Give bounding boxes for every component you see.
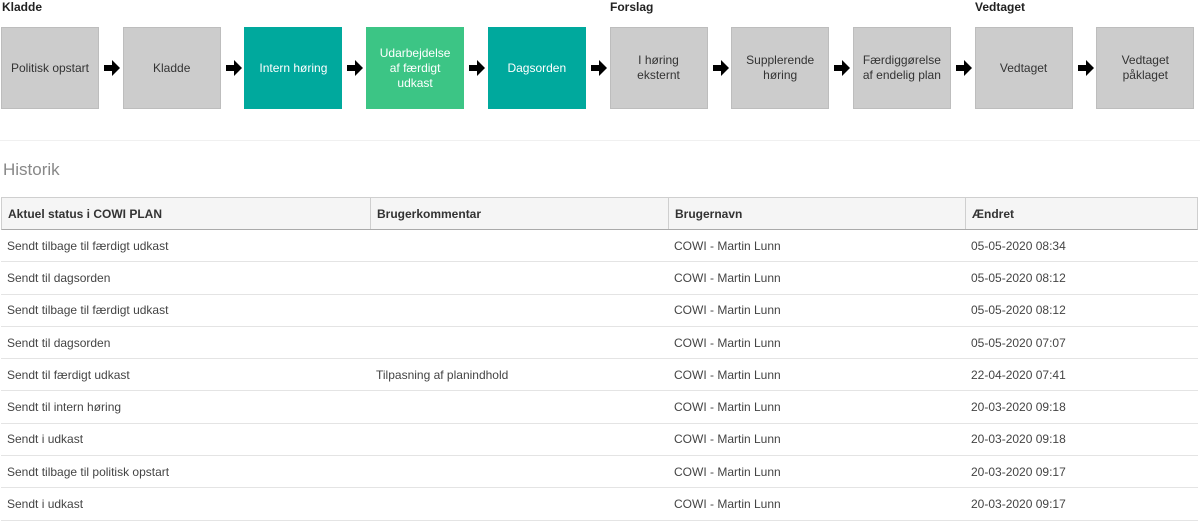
workflow-step[interactable]: Supplerende høring [731, 27, 830, 109]
table-row: Sendt til intern høring COWI - Martin Lun… [1, 391, 1198, 424]
workflow-step[interactable]: I høring eksternt [609, 27, 708, 109]
phase-label-forslag: Forslag [610, 0, 654, 14]
cell-comment: Tilpasning af planindhold [376, 367, 509, 382]
cell-status: Sendt til færdigt udkast [7, 367, 130, 382]
cell-status: Sendt til intern høring [7, 400, 122, 415]
table-row: Sendt tilbage til politisk opstart COWI -… [1, 456, 1198, 489]
column-header-comment[interactable]: Brugerkommentar [371, 198, 669, 229]
cell-username: COWI - Martin Lunn [674, 432, 781, 447]
workflow-step[interactable]: Dagsorden [487, 27, 586, 109]
cell-changed: 20-03-2020 09:17 [971, 497, 1066, 512]
cell-comment [370, 488, 668, 519]
cell-username: COWI - Martin Lunn [674, 497, 781, 512]
cell-username: COWI - Martin Lunn [674, 270, 781, 285]
cell-changed: 05-05-2020 08:12 [971, 303, 1066, 318]
workflow-step[interactable]: Vedtaget [974, 27, 1073, 109]
column-header-status[interactable]: Aktuel status i COWI PLAN [2, 198, 371, 229]
workflow-step[interactable]: Politisk opstart [1, 27, 99, 109]
cell-status: Sendt tilbage til færdigt udkast [7, 303, 169, 318]
phase-label-kladde: Kladde [2, 0, 43, 14]
workflow-step[interactable]: Intern høring [244, 27, 343, 109]
table-row: Sendt tilbage til færdigt udkast COWI - M… [1, 230, 1198, 263]
cell-status: Sendt tilbage til færdigt udkast [7, 238, 169, 253]
workflow-step[interactable]: Færdiggørelse af endelig plan [852, 27, 951, 109]
cell-username: COWI - Martin Lunn [674, 367, 781, 382]
arrow-right-icon [469, 60, 486, 76]
cell-comment [370, 262, 668, 293]
arrow-right-icon [955, 60, 972, 76]
cell-comment [370, 327, 668, 358]
arrow-right-icon [590, 60, 607, 76]
history-table: Aktuel status i COWI PLAN Brugerkommenta… [1, 197, 1198, 521]
table-row: Sendt i udkast COWI - Martin Lunn 20-03-20… [1, 424, 1198, 457]
cell-username: COWI - Martin Lunn [674, 335, 781, 350]
divider [0, 140, 1200, 141]
cell-changed: 05-05-2020 08:12 [971, 270, 1066, 285]
arrow-right-icon [712, 60, 729, 76]
arrow-right-icon [104, 60, 120, 76]
cell-changed: 20-03-2020 09:18 [971, 400, 1066, 415]
cell-username: COWI - Martin Lunn [674, 464, 781, 479]
column-header-username[interactable]: Brugernavn [669, 198, 966, 229]
cell-status: Sendt tilbage til politisk opstart [7, 464, 170, 479]
cell-comment [370, 456, 668, 487]
table-row: Sendt til færdigt udkast Tilpasning af pl… [1, 359, 1198, 392]
table-row: Sendt til dagsorden COWI - Martin Lunn 05-… [1, 327, 1198, 360]
cell-username: COWI - Martin Lunn [674, 303, 781, 318]
arrow-right-icon [1077, 60, 1094, 76]
cell-changed: 05-05-2020 08:34 [971, 238, 1066, 253]
cell-username: COWI - Martin Lunn [674, 400, 781, 415]
table-row: Sendt i udkast COWI - Martin Lunn 20-03-20… [1, 488, 1198, 521]
cell-status: Sendt i udkast [7, 432, 84, 447]
cell-status: Sendt til dagsorden [7, 270, 111, 285]
cell-username: COWI - Martin Lunn [674, 238, 781, 253]
cell-changed: 20-03-2020 09:17 [971, 464, 1066, 479]
arrow-right-icon [347, 60, 364, 76]
cell-changed: 20-03-2020 09:18 [971, 432, 1066, 447]
workflow-step[interactable]: Vedtaget påklaget [1096, 27, 1195, 109]
workflow-step[interactable]: Kladde [122, 27, 221, 109]
table-header: Aktuel status i COWI PLAN Brugerkommenta… [1, 197, 1198, 230]
cell-comment [370, 295, 668, 326]
cell-status: Sendt i udkast [7, 497, 84, 512]
table-row: Sendt til dagsorden COWI - Martin Lunn 05-… [1, 262, 1198, 295]
column-header-changed[interactable]: Ændret [972, 206, 1014, 221]
history-title: Historik [3, 160, 60, 179]
arrow-right-icon [834, 60, 851, 76]
arrow-right-icon [225, 60, 242, 76]
cell-status: Sendt til dagsorden [7, 335, 111, 350]
table-row: Sendt tilbage til færdigt udkast COWI - M… [1, 295, 1198, 327]
cell-comment [370, 424, 668, 455]
cell-comment [370, 391, 668, 422]
cell-changed: 22-04-2020 07:41 [971, 367, 1066, 382]
cell-changed: 05-05-2020 07:07 [971, 335, 1066, 350]
cell-comment [370, 230, 668, 261]
phase-label-vedtaget: Vedtaget [975, 0, 1026, 14]
workflow-step[interactable]: Udarbejdelse af færdigt udkast [366, 27, 465, 109]
